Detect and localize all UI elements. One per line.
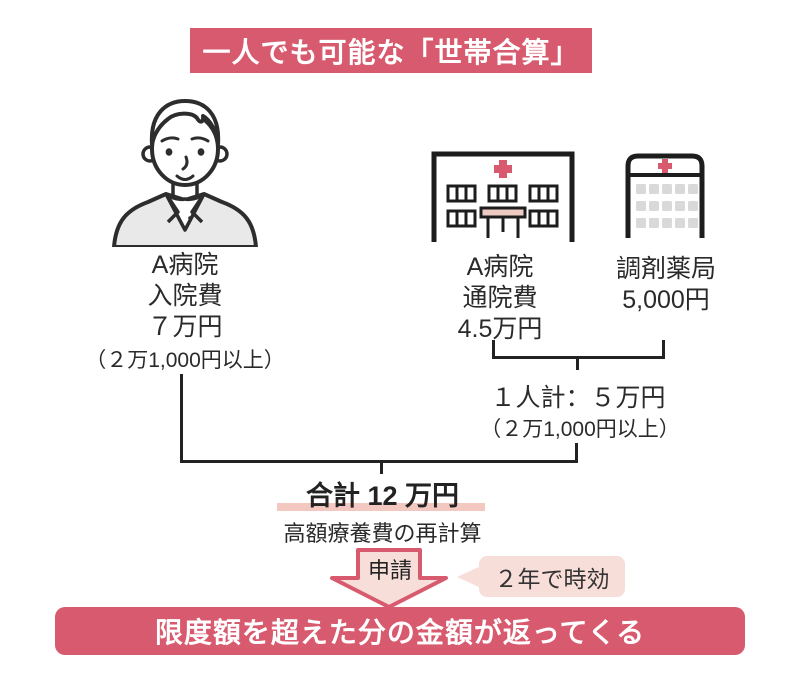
badge-tail-left-triangle xyxy=(457,566,481,588)
window-grid xyxy=(636,184,698,228)
hospital-cost-label: A病院 通院費 4.5万円 xyxy=(457,253,543,343)
result-banner: 限度額を超えた分の金額が返ってくる xyxy=(55,607,745,655)
title-banner: 一人でも可能な「世帯合算」 xyxy=(190,28,592,73)
hospital-building-icon xyxy=(431,151,575,242)
bracket-tick xyxy=(576,359,579,370)
recalculation-label: 高額療養費の再計算 xyxy=(283,521,482,546)
person-illustration xyxy=(112,99,258,247)
total-highlight-underline xyxy=(277,503,485,511)
bracket-total-right-leg xyxy=(575,443,578,463)
pharmacy-cost-label: 調剤薬局 5,000円 xyxy=(615,255,716,314)
bracket-outpatient-pharmacy xyxy=(492,340,665,359)
subtotal-note: （２万1,000円以上） xyxy=(480,418,680,441)
red-cross-icon xyxy=(658,159,672,173)
pharmacy-building-icon xyxy=(625,153,705,238)
subtotal-label: １人計：５万円 xyxy=(490,384,666,412)
deadline-badge-label: ２年で時効 xyxy=(494,565,610,592)
apply-down-arrow xyxy=(330,548,448,609)
bracket-total xyxy=(180,374,578,463)
person-cost-label: A病院 入院費 ７万円 xyxy=(147,251,223,341)
title-text: 一人でも可能な「世帯合算」 xyxy=(202,36,580,68)
entrance-canopy xyxy=(479,206,527,219)
total-label: 合計 12 万円 xyxy=(305,481,460,511)
result-banner-label: 限度額を超えた分の金額が返ってくる xyxy=(154,617,646,648)
deadline-badge-box: ２年で時効 xyxy=(479,556,625,597)
deadline-badge: ２年で時効 xyxy=(457,556,647,598)
hair xyxy=(149,99,221,146)
bracket-total-tick xyxy=(380,463,383,474)
red-cross-icon xyxy=(494,160,512,178)
apply-arrow-label: 申請 xyxy=(367,558,412,583)
person-cost-note: （２万1,000円以上） xyxy=(85,349,285,372)
